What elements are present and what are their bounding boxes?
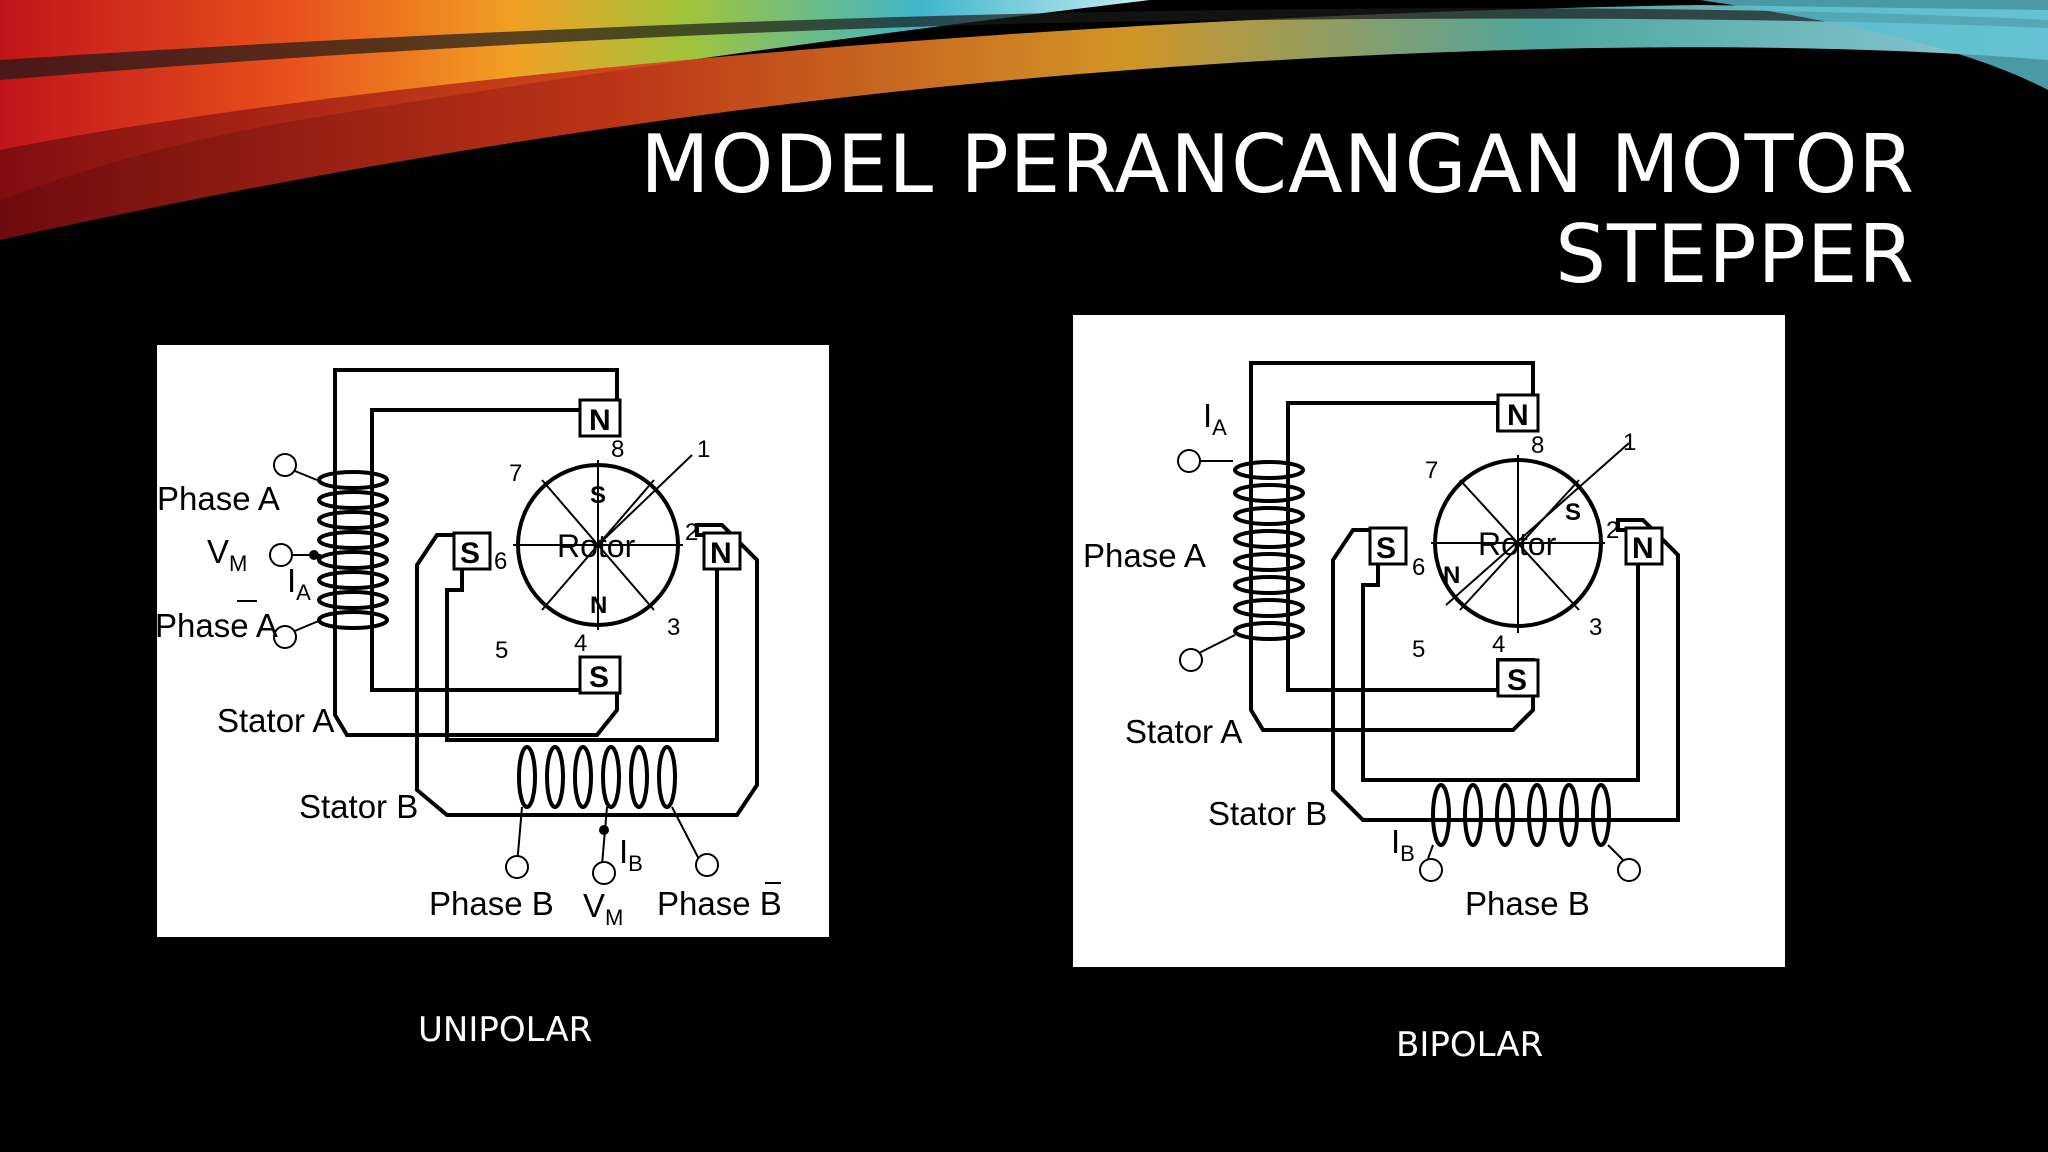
stator-b-label: Stator B <box>299 788 418 825</box>
position-2: 2 <box>685 519 698 546</box>
unipolar-diagram-svg: N S N S Rotor S N 1 2 3 4 5 6 7 8 Phase … <box>157 368 782 930</box>
position-7: 7 <box>509 460 522 487</box>
stator-a-label: Stator A <box>217 702 334 739</box>
pole-s-bottom: S <box>1507 664 1527 697</box>
phase-a-bar-label: Phase A <box>157 607 278 644</box>
phase-a-winding <box>1233 460 1305 641</box>
vm-label: VM <box>207 533 247 576</box>
rotor-label: Rotor <box>1478 526 1557 562</box>
position-5: 5 <box>1412 636 1425 663</box>
rotor-s-label: S <box>590 482 606 509</box>
position-4: 4 <box>1492 631 1505 658</box>
position-8: 8 <box>611 436 624 463</box>
position-3: 3 <box>1589 614 1602 641</box>
position-7: 7 <box>1425 457 1438 484</box>
slide-title-line2: STEPPER <box>1555 208 1915 301</box>
phase-a-winding <box>317 470 389 630</box>
rotor-n-label: N <box>1443 562 1460 589</box>
bipolar-diagram-svg: N S N S Rotor S N 1 2 3 4 5 6 7 8 IA Pha… <box>1083 361 1680 922</box>
phase-b-bar-label: Phase B <box>657 885 782 922</box>
position-6: 6 <box>494 548 507 575</box>
position-1: 1 <box>697 436 710 463</box>
stator-b-label: Stator B <box>1208 795 1327 832</box>
pole-n-right: N <box>1632 532 1654 565</box>
position-1: 1 <box>1623 429 1636 456</box>
unipolar-caption: UNIPOLAR <box>418 1010 593 1050</box>
slide-title-line1: MODEL PERANCANGAN MOTOR <box>640 118 1915 211</box>
position-3: 3 <box>667 614 680 641</box>
pole-s-left: S <box>460 537 480 570</box>
phase-a-label: Phase A <box>157 480 280 517</box>
rotor-label: Rotor <box>557 528 636 564</box>
slide-title: MODEL PERANCANGAN MOTOR STEPPER <box>640 120 1915 300</box>
bipolar-caption: BIPOLAR <box>1396 1025 1544 1065</box>
phase-b-label: Phase B <box>1465 885 1590 922</box>
phase-b-winding <box>517 745 677 809</box>
phase-a-label: Phase A <box>1083 537 1206 574</box>
ib-label: IB <box>619 833 643 876</box>
position-8: 8 <box>1531 432 1544 459</box>
ia-label: IA <box>1203 397 1227 440</box>
pole-n-top: N <box>589 404 611 437</box>
rotor-s-label: S <box>1565 499 1581 526</box>
rotor-n-label: N <box>590 592 607 619</box>
stator-b-core <box>415 523 759 817</box>
pole-n-right: N <box>710 537 732 570</box>
position-4: 4 <box>574 630 587 657</box>
position-2: 2 <box>1606 517 1619 544</box>
ib-label: IB <box>1391 823 1415 866</box>
pole-n-top: N <box>1507 399 1529 432</box>
ia-label: IA <box>287 562 311 605</box>
decorative-banner <box>0 0 2048 240</box>
pole-s-left: S <box>1376 532 1396 565</box>
phase-b-winding <box>1431 783 1611 847</box>
vm2-label: VM <box>583 887 623 930</box>
phase-b-label: Phase B <box>429 885 554 922</box>
pole-s-bottom: S <box>589 661 609 694</box>
unipolar-diagram: N S N S Rotor S N 1 2 3 4 5 6 7 8 Phase … <box>157 345 829 937</box>
bipolar-diagram: N S N S Rotor S N 1 2 3 4 5 6 7 8 IA Pha… <box>1073 315 1785 967</box>
position-6: 6 <box>1412 554 1425 581</box>
position-5: 5 <box>495 637 508 664</box>
stator-a-label: Stator A <box>1125 713 1242 750</box>
